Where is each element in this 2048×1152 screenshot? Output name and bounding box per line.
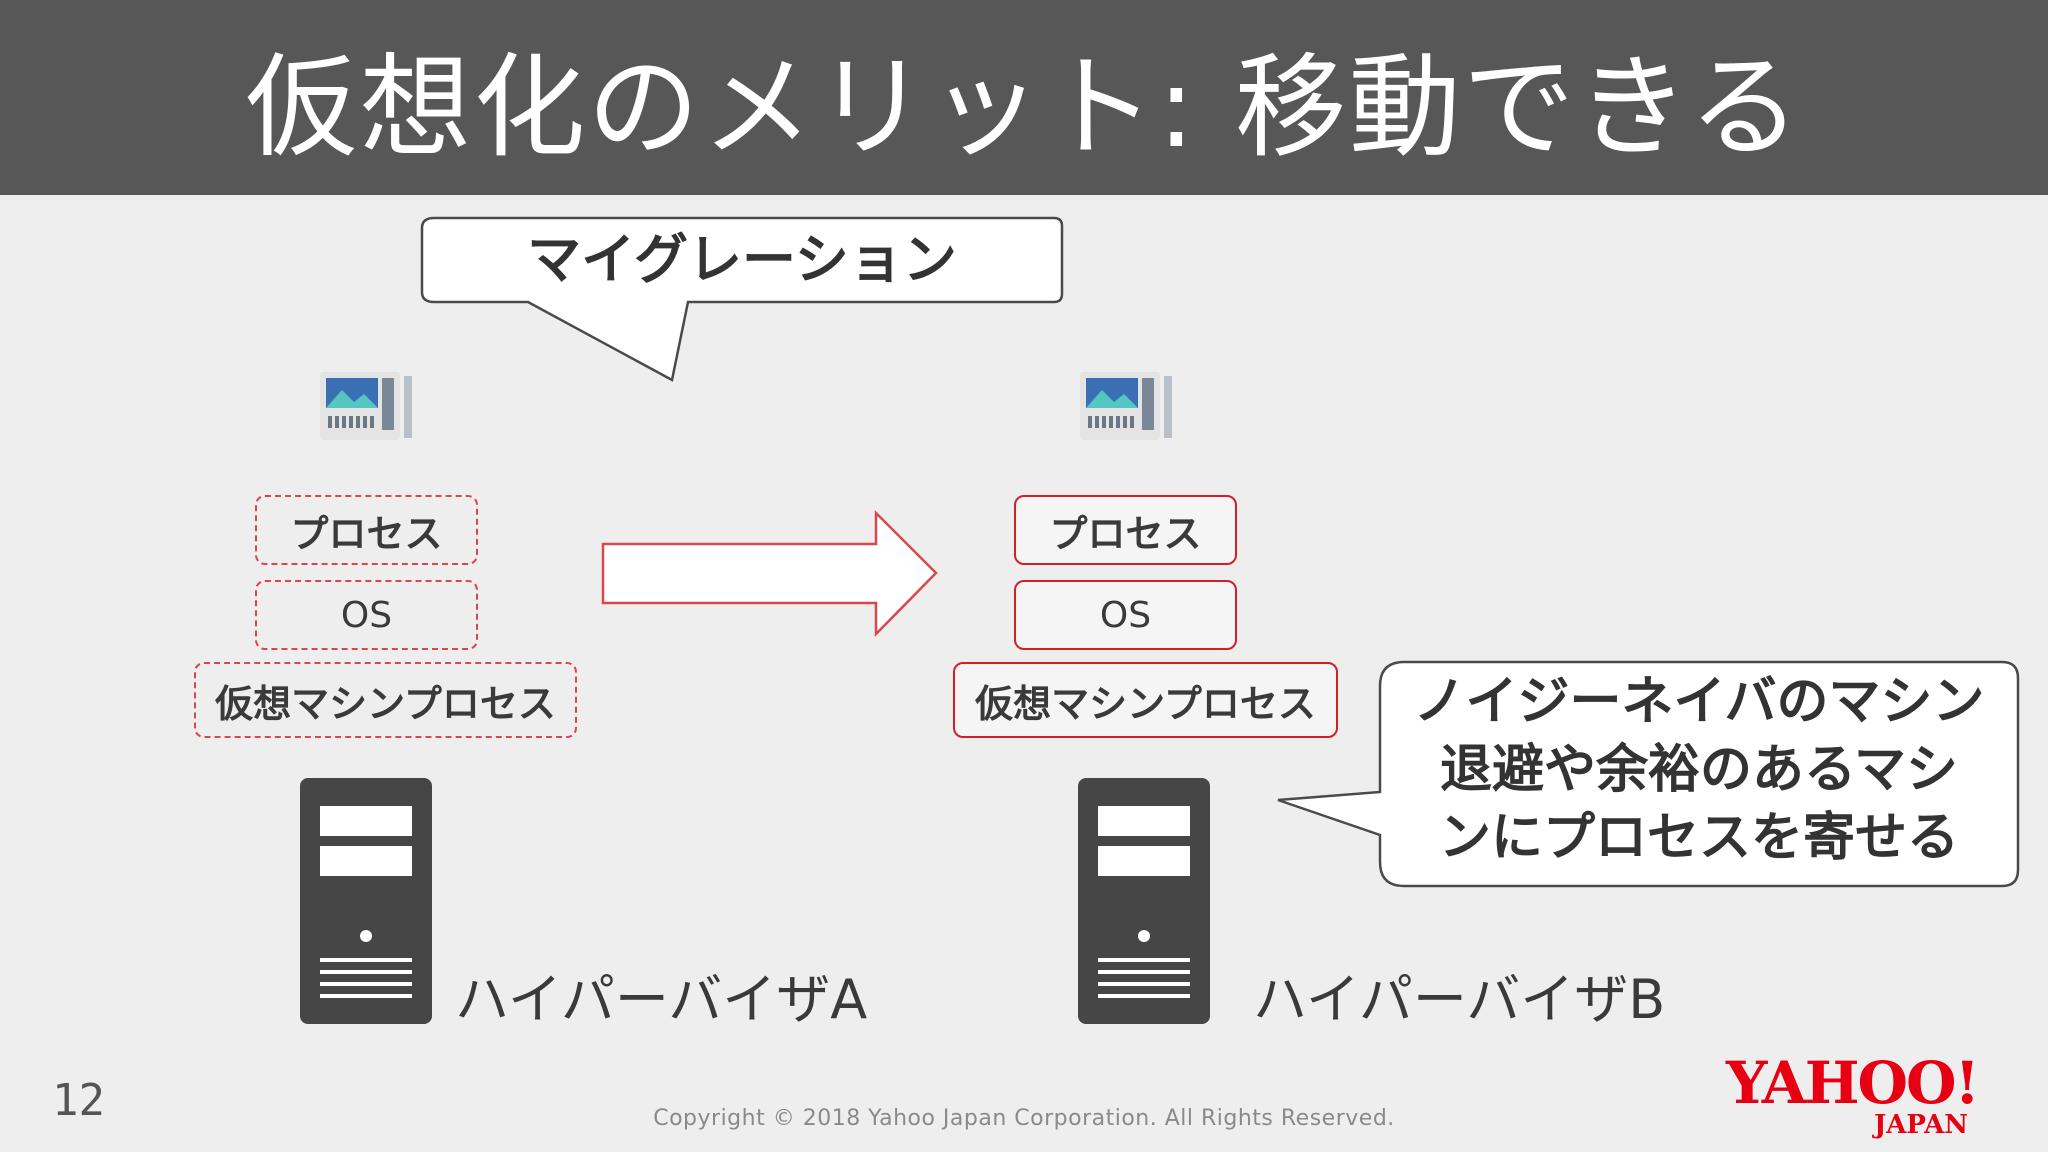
right-process-box: プロセス: [1014, 495, 1237, 565]
arrow-right-icon: [601, 510, 938, 638]
noisy-neighbor-line-3: ンにプロセスを寄せる: [1438, 808, 1959, 868]
left-os-box: OS: [255, 580, 478, 650]
noisy-neighbor-callout-text: ノイジーネイバのマシン 退避や余裕のあるマシ ンにプロセスを寄せる: [1384, 668, 2014, 872]
noisy-neighbor-line-1: ノイジーネイバのマシン: [1413, 672, 1985, 732]
copyright-text: Copyright © 2018 Yahoo Japan Corporation…: [653, 1106, 1395, 1131]
page-number: 12: [52, 1075, 105, 1126]
right-os-box: OS: [1014, 580, 1237, 650]
server-icon: [300, 778, 432, 1024]
yahoo-japan-logo: YAHOO! JAPAN: [1726, 1049, 1980, 1140]
server-icon: [1078, 778, 1210, 1024]
noisy-neighbor-line-2: 退避や余裕のあるマシ: [1440, 740, 1958, 800]
logo-sub-text: JAPAN: [1873, 1110, 1969, 1140]
title-bar: 仮想化のメリット: 移動できる: [0, 0, 2048, 195]
left-vm-process-label: 仮想マシンプロセス: [215, 681, 556, 726]
migration-callout-text: マイグレーション: [527, 228, 957, 291]
hypervisor-a-label: ハイパーバイザA: [455, 968, 868, 1031]
right-vm-process-label: 仮想マシンプロセス: [975, 681, 1316, 726]
left-process-box: プロセス: [255, 495, 478, 565]
app-window-icon: [320, 372, 412, 440]
right-process-label: プロセス: [1049, 511, 1202, 556]
right-os-label: OS: [1099, 594, 1152, 636]
logo-main-text: YAHOO!: [1726, 1049, 1980, 1117]
left-os-label: OS: [340, 594, 393, 636]
slide-title: 仮想化のメリット: 移動できる: [245, 42, 1803, 173]
app-window-icon: [1080, 372, 1172, 440]
right-vm-process-box: 仮想マシンプロセス: [953, 662, 1338, 738]
left-process-label: プロセス: [290, 511, 443, 556]
left-vm-process-box: 仮想マシンプロセス: [194, 662, 577, 738]
hypervisor-b-label: ハイパーバイザB: [1253, 968, 1666, 1031]
